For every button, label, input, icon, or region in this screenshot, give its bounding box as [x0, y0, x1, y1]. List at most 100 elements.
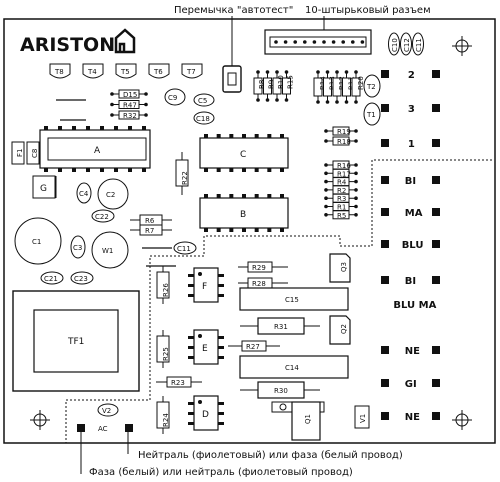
terminal-ma-4: MA [381, 208, 440, 219]
svg-text:V2: V2 [102, 407, 111, 415]
svg-text:R4: R4 [337, 179, 347, 187]
resistor-R32: R32 [110, 110, 148, 120]
resistor-R22: R22 [175, 152, 189, 195]
terminal-label: BI [405, 176, 416, 187]
ac-label: AC [98, 425, 108, 433]
svg-text:R7: R7 [145, 227, 154, 235]
chip-D: D [193, 395, 219, 431]
resistor-R5: R5 [324, 210, 358, 220]
varistor-V1: V1 [354, 405, 370, 429]
terminal-2-0: 2 [381, 70, 440, 81]
svg-text:B: B [240, 210, 246, 220]
varistor-W1: W1 [91, 231, 129, 269]
chip-C: C [199, 134, 289, 172]
svg-text:C21: C21 [44, 275, 58, 283]
terminal-blu-ma-7: BLU MA [393, 300, 436, 311]
component-T8: T8 [49, 63, 71, 79]
svg-text:Q2: Q2 [340, 324, 348, 334]
svg-text:C9: C9 [168, 94, 177, 102]
cap-C23: C23 [70, 271, 94, 285]
resistor-R30: R30 [240, 381, 320, 399]
svg-text:T7: T7 [186, 68, 196, 76]
svg-text:Q1: Q1 [304, 414, 312, 424]
ariston-logo: ARISTON [20, 28, 136, 56]
connector-pin [312, 40, 317, 44]
svg-text:C8: C8 [31, 149, 39, 158]
terminal-label: 3 [408, 104, 415, 115]
cap-C11: C11 [412, 32, 424, 56]
terminal-label: BLU [402, 240, 424, 251]
svg-text:R25: R25 [162, 347, 170, 361]
svg-text:F1: F1 [16, 149, 24, 157]
component-T5: T5 [115, 63, 137, 79]
svg-text:Q3: Q3 [340, 262, 348, 272]
svg-text:R16: R16 [337, 162, 351, 170]
connector-pin [283, 40, 288, 44]
terminal-3-1: 3 [381, 104, 440, 115]
svg-text:G: G [40, 184, 47, 194]
resistor-R19: R19 [324, 126, 358, 136]
fuse-F1: F1 [11, 141, 25, 165]
caption-neutral-phase: Нейтраль (фиолетовый) или фаза (белый пр… [138, 450, 403, 461]
chip-E: E [193, 329, 219, 365]
connector-pin [341, 40, 346, 44]
svg-text:R28: R28 [252, 280, 266, 288]
terminal-ne-8: NE [381, 346, 440, 357]
resistor-R24: R24 [156, 396, 170, 434]
component-T7: T7 [181, 63, 203, 79]
component-T6: T6 [148, 63, 170, 79]
terminal-bi-6: BI [381, 276, 440, 287]
svg-text:W1: W1 [102, 247, 113, 255]
svg-text:T6: T6 [153, 68, 163, 76]
cap-C21: C21 [40, 271, 64, 285]
svg-text:D: D [202, 410, 209, 420]
svg-text:C23: C23 [74, 275, 88, 283]
svg-text:R24: R24 [162, 413, 170, 427]
svg-text:R6: R6 [145, 217, 155, 225]
resistor-R25: R25 [156, 330, 170, 368]
resistor-R18: R18 [324, 136, 358, 146]
cap-C12: C12 [400, 32, 412, 56]
cap-C3: C3 [70, 235, 86, 259]
resistor-R26: R26 [156, 266, 170, 304]
terminal-gi-9: GI [381, 379, 440, 390]
resistor-R23: R23 [156, 376, 202, 388]
svg-text:D15: D15 [123, 91, 137, 99]
transistor-Q1: Q1 [271, 401, 325, 441]
svg-text:T2: T2 [366, 83, 376, 91]
svg-text:R1: R1 [337, 204, 346, 212]
terminal-label: BI [405, 276, 416, 287]
svg-text:R19: R19 [337, 128, 351, 136]
resistor-R27: R27 [228, 340, 280, 352]
mount-hole-top-right [452, 36, 472, 56]
svg-text:R23: R23 [171, 379, 185, 387]
resistor-R8: R8 [253, 70, 266, 102]
terminal-1-2: 1 [381, 139, 440, 150]
cap-C4: C4 [76, 182, 92, 204]
resistor-R20: R20 [351, 70, 365, 104]
svg-text:R3: R3 [337, 195, 346, 203]
terminal-label: 2 [408, 70, 415, 81]
svg-text:R27: R27 [246, 343, 260, 351]
terminal-ne-10: NE [381, 412, 440, 423]
svg-text:R22: R22 [181, 171, 189, 185]
svg-text:C4: C4 [79, 190, 89, 198]
cap-C22: C22 [91, 209, 115, 223]
cap-C11b: C11 [173, 241, 197, 255]
caption-connector-10pin: 10-штырьковый разъем [305, 5, 431, 16]
svg-text:R5: R5 [337, 212, 346, 220]
svg-text:C22: C22 [95, 213, 109, 221]
transistor-Q2: Q2 [329, 315, 351, 345]
terminal-label: 1 [408, 139, 415, 150]
svg-text:A: A [94, 146, 101, 156]
resistor-R15: R15 [282, 70, 295, 102]
dashed-isolation-line [65, 159, 492, 443]
svg-text:R32: R32 [123, 112, 137, 120]
mount-hole-bottom-left [30, 410, 50, 430]
svg-text:V1: V1 [359, 414, 367, 423]
brand-house-icon [114, 28, 136, 54]
svg-text:C1: C1 [32, 238, 41, 246]
caption-phase-neutral: Фаза (белый) или нейтраль (фиолетовый пр… [89, 467, 353, 478]
transformer-TF1: TF1 [12, 290, 140, 392]
